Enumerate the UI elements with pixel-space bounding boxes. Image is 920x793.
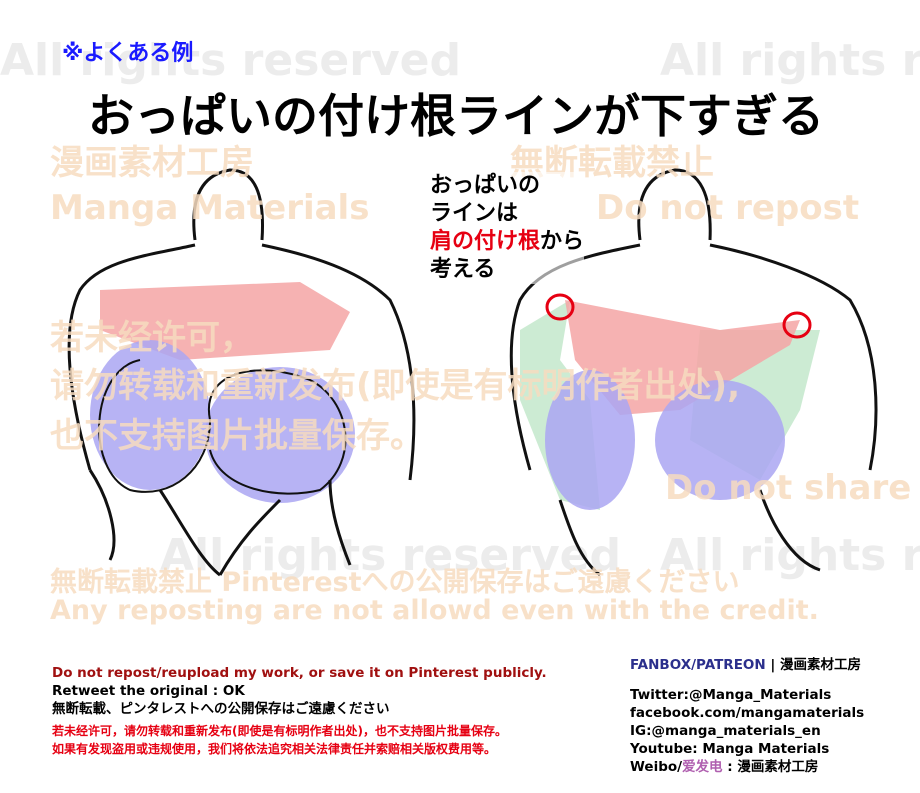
watermark-rights-4: All rights reserved xyxy=(660,530,920,581)
note-label: ※よくある例 xyxy=(62,41,194,66)
footer-warning-cn-2: 如果有发现盗用或违规使用，我们将依法追究相关法律责任并索赔相关版权费用等。 xyxy=(52,742,497,756)
footer-warning-jp: 無断転載、ピンタレストへの公開保存はご遠慮ください xyxy=(52,701,390,717)
left-torso xyxy=(67,168,416,577)
watermark-cn-2: 请勿转载和重新发布(即使是有标明作者出处), xyxy=(50,366,740,406)
watermark-studio-en: Manga Materials xyxy=(50,188,370,228)
youtube-handle: Youtube: Manga Materials xyxy=(630,741,830,757)
weibo-prefix: Weibo/ xyxy=(630,759,683,775)
right-torso xyxy=(509,168,878,577)
watermark-not-share: Do not share xyxy=(665,468,912,508)
footer-warning-cn-1: 若未经许可，请勿转载和重新发布(即使是有标明作者出处)，也不支持图片批量保存。 xyxy=(52,724,507,738)
callout-line-1: おっぱいの xyxy=(430,173,541,198)
fanbox-line: FANBOX/PATREON | 漫画素材工房 xyxy=(630,656,861,674)
facebook-handle: facebook.com/mangamaterials xyxy=(630,705,865,721)
callout-line-3-rest: から xyxy=(540,229,585,254)
callout-line-3: 肩の付け根から xyxy=(430,228,584,256)
fanbox-link[interactable]: FANBOX/PATREON xyxy=(630,657,766,673)
weibo-line: Weibo/爱发电 : 漫画素材工房 xyxy=(630,758,818,776)
callout: おっぱいの ラインは 肩の付け根から 考える xyxy=(430,172,585,284)
callout-line-4: 考える xyxy=(430,257,496,282)
watermark-studio-jp: 漫画素材工房 xyxy=(50,143,254,183)
watermark-rights-1: All rights reserved xyxy=(0,35,461,86)
fanbox-separator: | xyxy=(765,657,781,673)
weibo-name: 爱发电 xyxy=(682,759,723,775)
twitter-handle: Twitter:@Manga_Materials xyxy=(630,687,832,703)
watermark-rights-3: All rights reserved xyxy=(160,530,621,581)
watermark-cn-3: 也不支持图片批量保存。 xyxy=(50,416,424,456)
footer-warning-en: Do not repost/reupload my work, or save … xyxy=(52,665,547,681)
watermark-credit-en: Any reposting are not allowd even with t… xyxy=(50,595,819,626)
fanbox-name: 漫画素材工房 xyxy=(780,657,862,673)
callout-highlight: 肩の付け根 xyxy=(430,229,541,254)
callout-line-2: ラインは xyxy=(430,201,519,226)
weibo-suffix: : 漫画素材工房 xyxy=(722,759,819,775)
watermark-pinterest-jp: 無断転載禁止 Pinterestへの公開保存はご遠慮ください xyxy=(50,567,740,598)
watermark-cn-1: 若未经许可， xyxy=(50,318,254,358)
watermark-no-repost-en: Do not repost xyxy=(596,188,860,228)
footer-retweet: Retweet the original : OK xyxy=(52,683,245,699)
watermark-rights-2: All rights reserved xyxy=(660,35,920,86)
instagram-handle: IG:@manga_materials_en xyxy=(630,723,821,739)
page-title: おっぱいの付け根ラインが下すぎる xyxy=(88,89,824,143)
